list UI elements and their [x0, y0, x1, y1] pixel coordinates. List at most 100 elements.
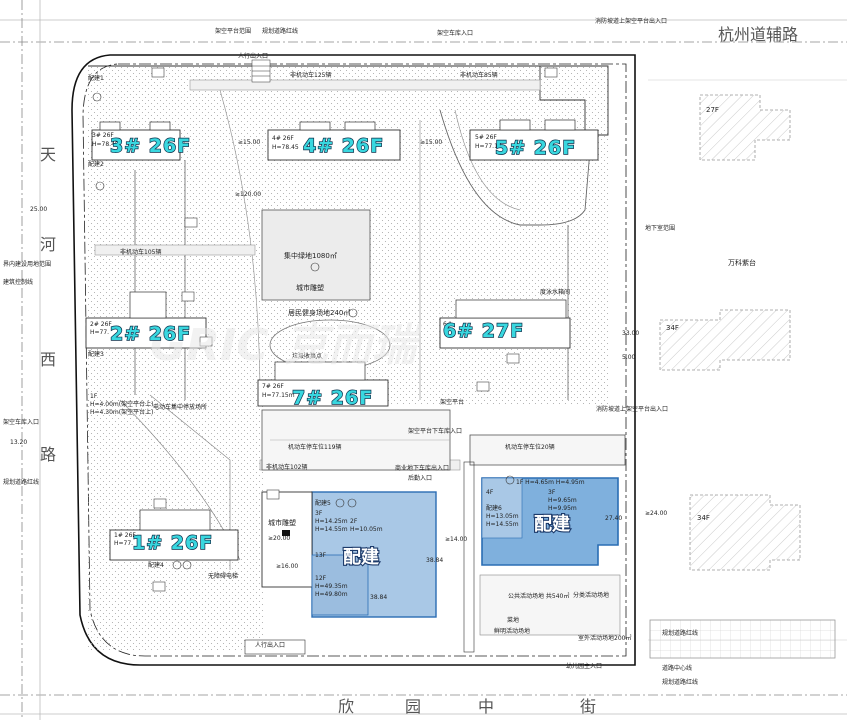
south-road-char-3: 中: [478, 697, 494, 716]
left-dim-2: 38.84: [370, 594, 387, 601]
label-commercial-ramp: 商业地下车库出入口: [395, 464, 449, 472]
label-road-red-w: 规划道路红线: [3, 478, 39, 486]
label-ped-bottom: 人行出入口: [255, 641, 285, 649]
driveway-ne-inner: [454, 109, 521, 211]
label-ambulance: 无障碍电梯: [208, 572, 238, 580]
south-road-char-4: 街: [580, 697, 596, 716]
building-3-label: 3# 26F: [110, 135, 191, 157]
neighbor-building-34f-a: 34F: [659, 309, 791, 371]
right-line-5: H=13.05m: [486, 513, 519, 520]
square-markers: [151, 67, 558, 592]
building-7-label: 7# 26F: [292, 387, 373, 409]
tower-1-footprint: [109, 509, 239, 561]
south-road-char-2: 园: [405, 697, 421, 716]
tower-1-small: 1# 26F: [114, 532, 136, 539]
right-line-6: H=14.55m: [486, 521, 519, 528]
label-activity: 分类活动场地: [573, 591, 609, 599]
south-road-char-1: 欣: [338, 697, 354, 716]
dim-25: 25.00: [30, 206, 47, 213]
tower-6-footprint: [439, 299, 571, 349]
west-road-char-4: 路: [40, 445, 56, 464]
left-line-3: H=14.55m: [315, 526, 348, 533]
label-fire-top: 消防坡道上架空平台出入口: [595, 17, 667, 25]
ped-gate-south: [244, 639, 306, 655]
right-line-2: 3F: [548, 489, 556, 496]
tower-2-small: 2# 26F: [90, 321, 112, 328]
tower-4-h: H=78.45: [272, 144, 299, 151]
peijian5-title: 配建5: [315, 499, 331, 507]
label-playground: 鲜明活动场地: [494, 627, 530, 635]
fitness-label: 居民健身场地240㎡: [288, 308, 350, 317]
tower-1-h: H=77.: [114, 540, 133, 547]
label-garage-in: 架空车库入口: [3, 418, 39, 426]
dim-20: ≥20.00: [268, 535, 290, 542]
left-line-8: H=49.35m: [315, 583, 348, 590]
label-yard: 菜地: [507, 616, 519, 624]
tower-12f: [311, 554, 369, 616]
tower-4-small: 4# 26F: [272, 135, 294, 142]
tower-2-footprint: [85, 291, 207, 349]
watermark: GRIC 克而瑞: [150, 320, 423, 371]
sculpture-mark: [282, 530, 290, 536]
building-1-label: 1# 26F: [132, 532, 213, 554]
left-line-2: H=14.25m: [315, 518, 348, 525]
label-car-down: 架空平台下车库入口: [408, 427, 462, 435]
sculpture-block: [261, 491, 313, 588]
building-6-label: 6# 27F: [443, 320, 524, 342]
dim-5: 5.00: [622, 354, 636, 361]
left-sub-label: 城市雕塑: [268, 518, 296, 527]
dim-15-2: ≥15.00: [420, 139, 442, 146]
label-motor119: 机动车停车位119辆: [288, 443, 341, 451]
label-bike85: 非机动车85辆: [460, 71, 498, 79]
kinder-yard: [479, 574, 621, 636]
dim-120: ≥120.00: [235, 191, 261, 198]
label-boundary: 界内建设用地范围: [3, 260, 51, 268]
label-road-red-2: 规划道路红线: [662, 678, 698, 686]
building-2-label: 2# 26F: [110, 323, 191, 345]
label-f1-block: 1F: [90, 393, 98, 400]
label-house: 度泳水箱间: [540, 288, 570, 296]
ramp-north: [251, 59, 271, 83]
label-f1-h1: H=4.00m(架空平台上): [90, 400, 153, 408]
neighbor-building-27f: 27F: [699, 94, 791, 161]
label-f1-h2: H=4.30m(架空平台上): [90, 408, 153, 416]
tower-3-small: 3# 26F: [92, 132, 114, 139]
label-peijian1: 配建1: [88, 74, 104, 82]
label-garbage: 垃圾收集点: [292, 352, 322, 360]
label-underground: 地下室范围: [645, 224, 675, 232]
tower-3-footprint: [91, 121, 181, 161]
tower-7-footprint: [257, 361, 389, 407]
dim-14: ≥14.00: [445, 536, 467, 543]
label-fire-right: 消防坡道上架空平台出入口: [596, 405, 668, 413]
tower-6-small: 6#: [443, 321, 452, 328]
label-motor20: 机动车停车位20辆: [505, 443, 555, 451]
label-elec: 电动车集中停放场所: [153, 403, 207, 411]
label-build-line: 建筑控制线: [3, 278, 33, 286]
right-line-4: H=9.95m: [548, 505, 577, 512]
kinder-west-wing: [481, 477, 523, 539]
circle-markers: [92, 92, 515, 570]
label-wanke: 万科紫台: [728, 258, 756, 267]
tower-4-footprint: [267, 121, 401, 161]
neighbor-34f-a-label: 34F: [666, 324, 679, 332]
tower-3-h: H=78.45: [92, 141, 119, 148]
dim-24: ≥24.00: [645, 510, 667, 517]
left-line-9: H=49.80m: [315, 591, 348, 598]
label-air-platform: 架空平台: [440, 398, 464, 406]
neighbor-27f-label: 27F: [706, 106, 719, 114]
left-line-4: 2F: [350, 518, 358, 525]
label-road-red: 规划道路红线: [662, 629, 698, 637]
peijian5-label: 配建: [343, 546, 379, 568]
label-ped-top: 人行出入口: [238, 52, 268, 60]
label-kinder-entry: 幼儿园主入口: [566, 662, 602, 670]
north-road-name: 杭州道辅路: [718, 25, 798, 44]
left-dim-1: 38.84: [426, 557, 443, 564]
label-car-top: 架空车库入口: [437, 29, 473, 37]
driveway-ne: [439, 109, 591, 226]
label-road-center: 道路中心线: [662, 664, 692, 672]
kinder-fence: [463, 461, 475, 653]
left-line-1: 3F: [315, 510, 323, 517]
sculpture-label: 城市雕塑: [296, 283, 324, 292]
